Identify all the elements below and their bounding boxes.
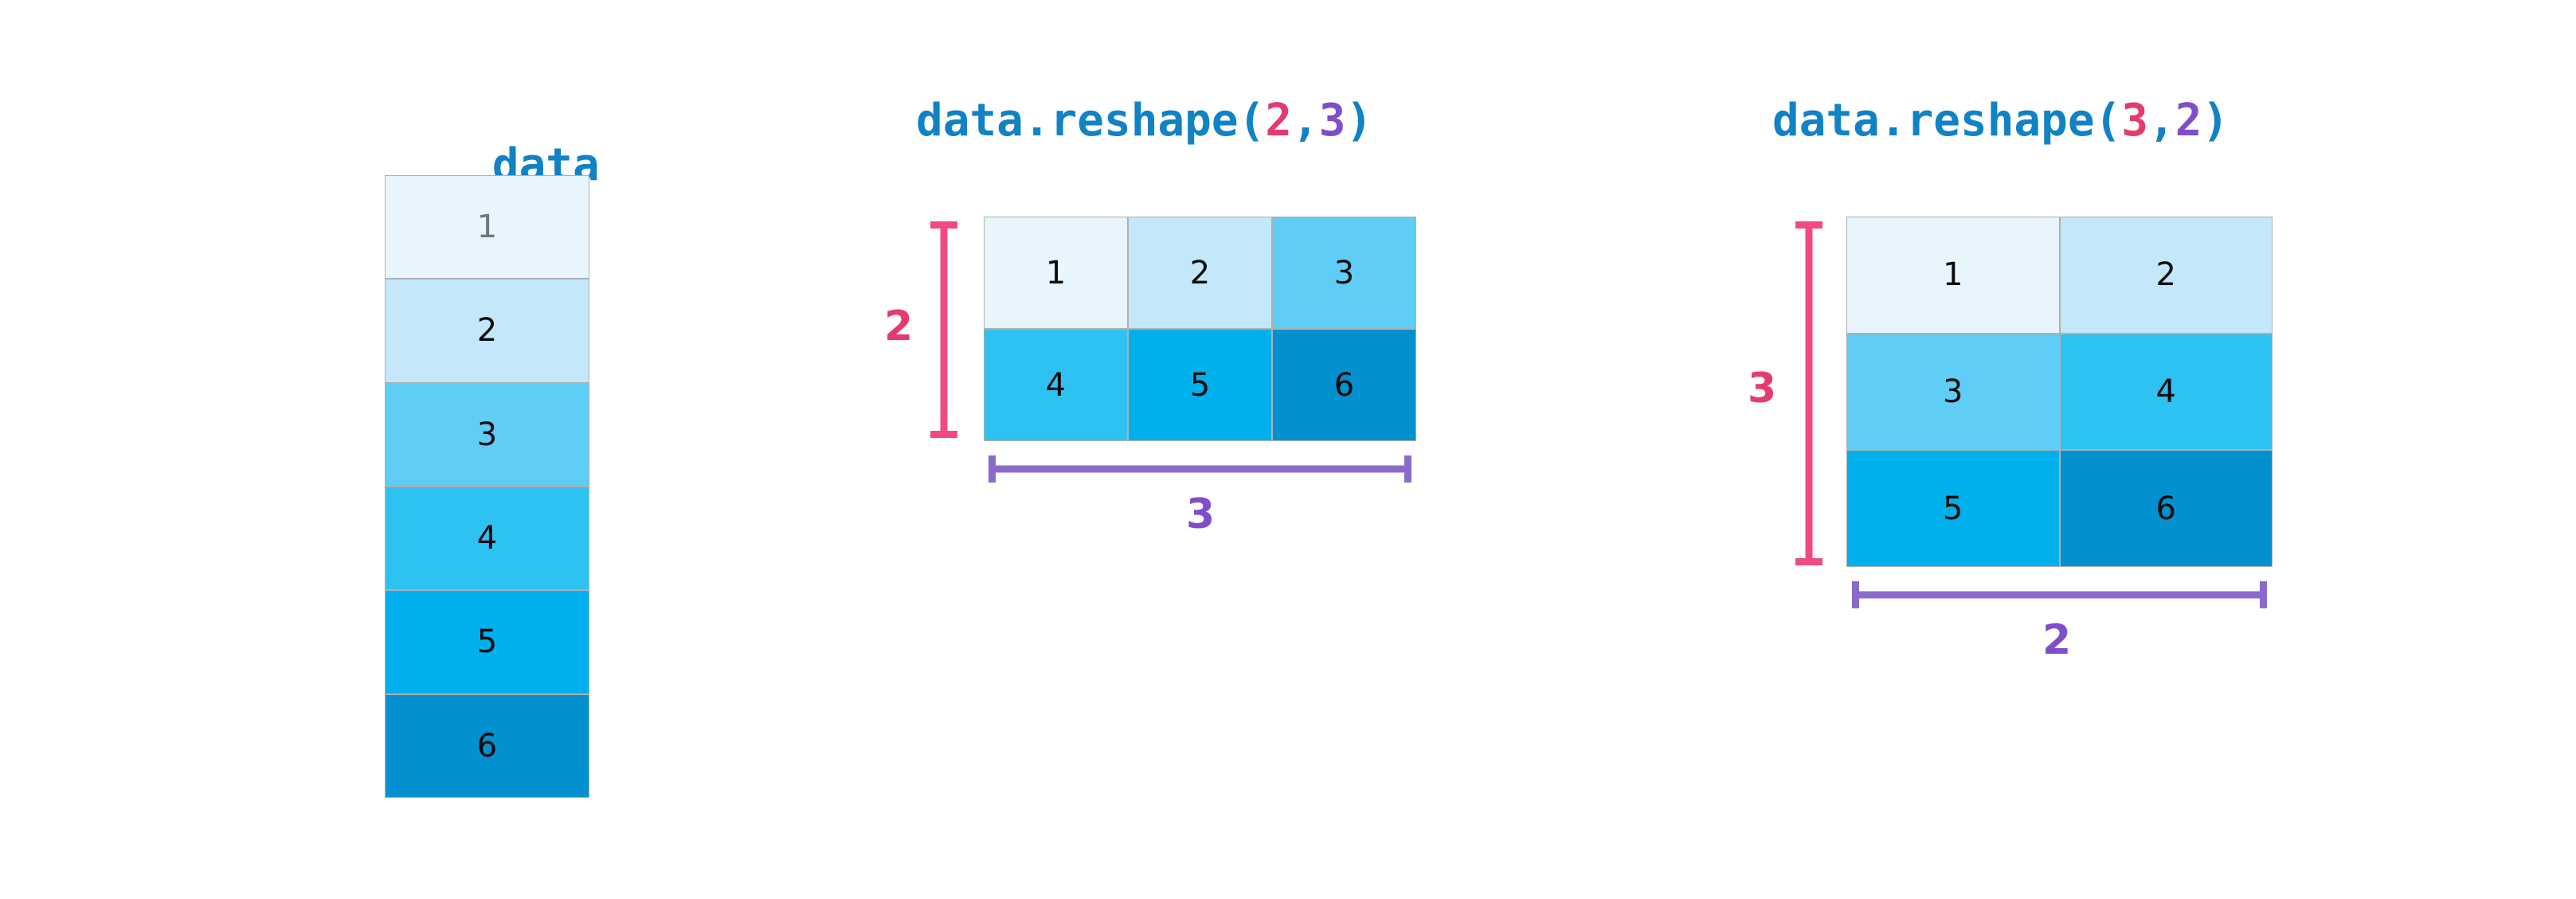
title-token: data.reshape( [1772,95,2122,147]
row-dimension-label: 3 [1748,365,1777,412]
bracket-stem [989,465,1411,473]
array-cell: 6 [386,694,589,797]
reshape-3-2-grid: 1 2 3 4 5 6 [1846,217,2273,567]
title-token-rows: 3 [2121,95,2149,147]
array-cell: 6 [1273,330,1415,440]
array-cell: 6 [2060,451,2272,566]
bracket-stem [1805,221,1813,565]
array-cell: 2 [386,279,589,382]
title-token: ) [1345,95,1373,147]
title-token: data.reshape( [916,95,1266,147]
array-cell: 4 [985,330,1127,440]
array-cell: 3 [1273,217,1415,328]
reshape-3-2-title: data.reshape(3,2) [1772,99,2229,143]
bracket-cap-right [1404,455,1411,483]
array-cell: 3 [1847,334,2059,450]
array-cell: 4 [2060,334,2272,450]
array-cell: 1 [1847,217,2059,333]
source-array-grid: 1 2 3 4 5 6 [385,175,589,798]
row-dimension-label: 2 [884,303,914,350]
bracket-cap-bottom [930,431,957,438]
row-dimension-bracket [1795,221,1822,565]
column-dimension-label: 2 [2042,616,2072,664]
array-cell: 5 [1847,451,2059,566]
array-cell: 3 [386,383,589,486]
bracket-cap-right [2260,581,2267,608]
array-cell: 5 [1129,330,1271,440]
title-token-rows: 2 [1265,95,1293,147]
title-token: , [1292,95,1319,147]
title-token-cols: 3 [1318,95,1346,147]
title-token: , [2148,95,2175,147]
title-token-cols: 2 [2175,95,2202,147]
array-cell: 5 [386,591,589,694]
bracket-stem [940,221,948,438]
reshape-2-3-grid: 1 2 3 4 5 6 [984,217,1416,441]
array-cell: 2 [2060,217,2272,333]
column-dimension-bracket [989,455,1411,483]
array-cell: 4 [386,487,589,590]
bracket-stem [1852,591,2267,599]
title-token: ) [2202,95,2230,147]
array-cell: 1 [386,176,589,279]
column-dimension-bracket [1852,581,2267,608]
bracket-cap-bottom [1795,558,1822,565]
reshape-2-3-title: data.reshape(2,3) [916,99,1372,143]
array-cell: 1 [985,217,1127,328]
row-dimension-bracket [930,221,957,438]
array-cell: 2 [1129,217,1271,328]
column-dimension-label: 3 [1186,491,1216,538]
